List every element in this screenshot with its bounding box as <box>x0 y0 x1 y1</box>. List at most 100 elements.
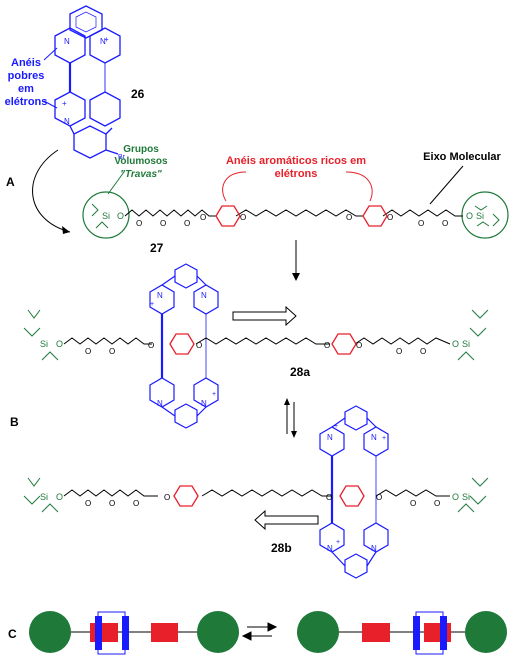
plus-label: + <box>212 391 216 398</box>
ring-wall <box>413 616 420 650</box>
o-label: O <box>410 499 416 508</box>
o-label: O <box>56 339 63 349</box>
stopper-right <box>461 191 509 239</box>
o-label: O <box>452 492 459 502</box>
hydroquinone-ring <box>169 333 195 355</box>
o-label: O <box>109 499 115 508</box>
o-label: O <box>442 219 448 228</box>
oligoether-chain <box>63 337 152 345</box>
pointer-arrow <box>429 165 464 205</box>
stopper-disk <box>297 611 339 653</box>
plus-label: + <box>334 423 338 430</box>
rotaxane-28b: N N N N + + + Si O O Si O O O O O O O O <box>23 405 489 579</box>
rich-rings-label: Anéis aromáticos ricos em elétrons <box>226 155 366 180</box>
oligoether-chain <box>201 489 332 497</box>
oligoether-chain <box>63 489 158 497</box>
stopper-disk <box>29 611 71 653</box>
plus-label: + <box>62 99 67 108</box>
o-label: O <box>396 347 402 356</box>
pointer-arrow-red <box>345 171 373 202</box>
cartoon-state-1 <box>29 611 239 655</box>
ring-wall <box>95 616 102 650</box>
o-label: O <box>356 341 362 350</box>
bulky-groups-line: Volumosos <box>114 156 168 167</box>
poor-rings-line: pobres <box>8 70 45 82</box>
plus-label: + <box>150 301 154 308</box>
oligoether-chain <box>375 489 450 497</box>
reaction-arrow-curved <box>32 149 71 233</box>
panel-b-label: B <box>10 415 19 429</box>
hydroquinone-ring <box>173 485 199 507</box>
o-label: O <box>184 219 190 228</box>
o-label: O <box>164 493 170 502</box>
o-label: O <box>117 211 124 221</box>
pointer-arrow <box>43 47 58 61</box>
n-label: N <box>100 37 106 46</box>
o-label: O <box>196 341 202 350</box>
n-label: N <box>371 544 377 553</box>
plus-label: + <box>382 435 386 442</box>
n-label: N <box>157 399 163 408</box>
panel-a-label: A <box>6 175 15 189</box>
hydroquinone-ring <box>215 205 241 227</box>
stopper-disk <box>197 611 239 653</box>
bulky-groups-line: "Travas" <box>120 169 162 180</box>
n-label: N <box>64 37 70 46</box>
oligoether-chain <box>382 209 463 217</box>
o-label: O <box>346 213 352 222</box>
oligoether-chain <box>235 209 363 217</box>
o-label: O <box>387 213 393 222</box>
cartoon-equilibrium <box>241 622 278 641</box>
stopper-disk <box>465 611 507 653</box>
station-block <box>151 623 178 642</box>
rich-rings-line: elétrons <box>275 168 318 180</box>
oligoether-chain <box>124 209 216 217</box>
o-label: O <box>136 219 142 228</box>
bromine-label: Br <box>118 154 126 161</box>
bulky-groups-label: Grupos Volumosos "Travas" <box>114 144 168 180</box>
rotaxane-28a: N N N N + + Si O O Si O O O O O O O O <box>23 263 489 429</box>
n-label: N <box>327 544 333 553</box>
si-label: Si <box>40 339 48 349</box>
si-label: Si <box>462 492 470 502</box>
hydroquinone-ring <box>339 485 365 507</box>
plus-label: + <box>336 539 340 546</box>
axle-27: Si O O Si O O O O O O O O O <box>82 191 509 239</box>
rich-rings-line: Anéis aromáticos ricos em <box>226 155 366 167</box>
pointer-arrow-red <box>222 171 247 202</box>
panel-c-label: C <box>8 627 17 641</box>
o-label: O <box>85 499 91 508</box>
arrow-head <box>62 226 70 234</box>
o-label: O <box>466 211 473 221</box>
poor-rings-line: Anéis <box>11 57 41 69</box>
si-label: Si <box>462 339 470 349</box>
o-label: O <box>56 492 63 502</box>
hydroquinone-ring <box>331 333 357 355</box>
poor-rings-line: em <box>18 83 34 95</box>
compound-28b-label: 28b <box>271 541 292 555</box>
o-label: O <box>148 341 154 350</box>
n-label: N <box>201 291 207 300</box>
bulky-groups-line: Grupos <box>123 144 159 155</box>
compound-26-label: 26 <box>131 87 145 101</box>
station-block <box>362 623 390 642</box>
station-block <box>90 623 118 642</box>
o-label: O <box>85 347 91 356</box>
n-label: N <box>327 433 333 442</box>
open-arrow-left <box>254 509 319 531</box>
oligoether-chain <box>354 337 451 345</box>
o-label: O <box>160 219 166 228</box>
cyclophane-26 <box>54 5 121 159</box>
o-label: O <box>376 493 382 502</box>
o-label: O <box>434 499 440 508</box>
o-label: O <box>240 213 246 222</box>
n-label: N <box>201 399 207 408</box>
o-label: O <box>324 341 330 350</box>
o-label: O <box>420 347 426 356</box>
compound-27-label: 27 <box>150 241 164 255</box>
molecular-axis-label: Eixo Molecular <box>423 151 501 163</box>
compound-28a-label: 28a <box>290 365 310 379</box>
plus-label: + <box>104 35 109 44</box>
